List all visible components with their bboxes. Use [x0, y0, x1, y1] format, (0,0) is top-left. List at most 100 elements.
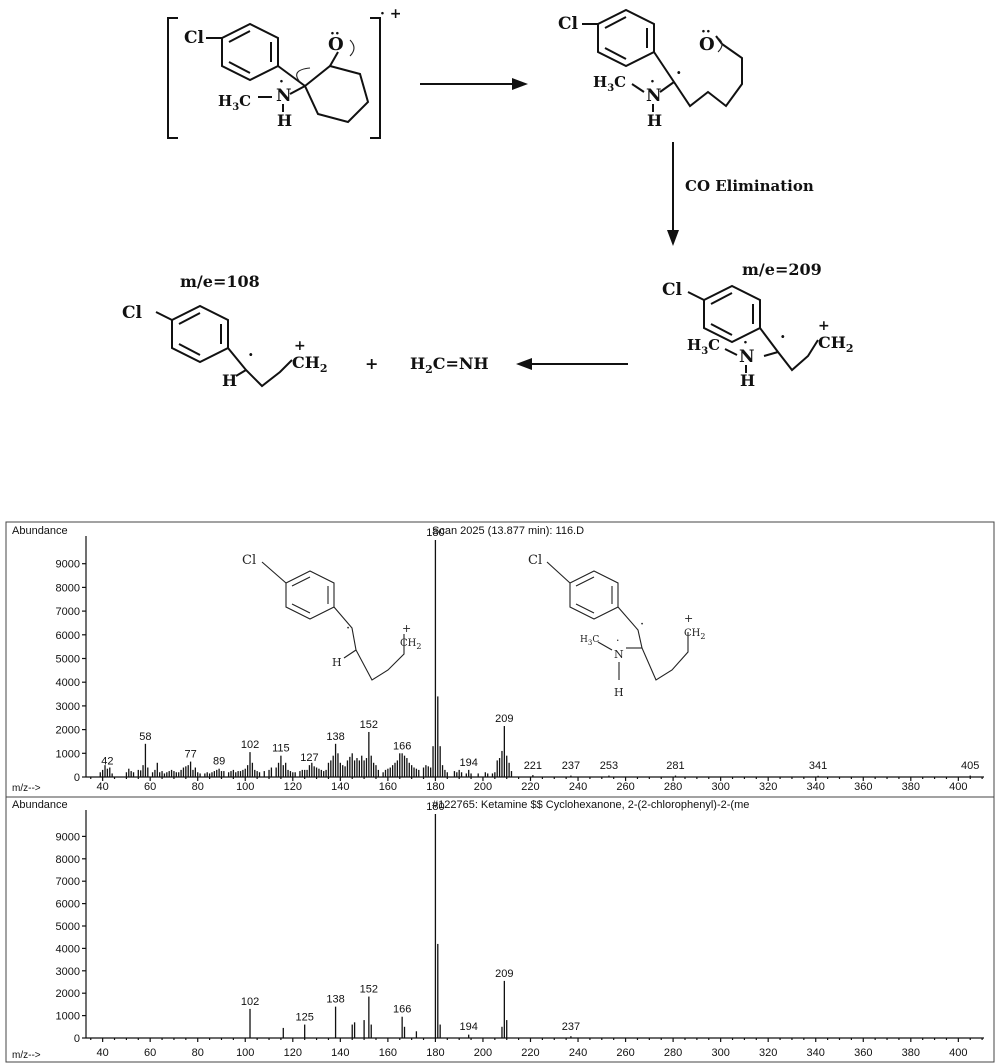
- svg-text:CH2: CH2: [684, 628, 705, 641]
- peak-label: 152: [360, 719, 378, 731]
- oxygen-label: O: [328, 34, 344, 55]
- x-tick-label: 80: [192, 1047, 204, 1059]
- peak-label: 209: [495, 713, 513, 725]
- svg-text:·: ·: [248, 345, 254, 364]
- peak-label: 194: [460, 757, 478, 769]
- svg-text:Cl: Cl: [242, 553, 256, 568]
- peak-label: 89: [213, 756, 225, 768]
- methyl-label-2: H3C: [593, 73, 626, 94]
- peak-label: 115: [272, 743, 290, 755]
- peak-label: 180: [426, 527, 444, 539]
- nitrogen-label-3: N: [739, 347, 755, 367]
- svg-text:+: +: [684, 612, 693, 625]
- x-tick-label: 240: [569, 781, 587, 793]
- ch2-label-3: CH2: [818, 333, 854, 355]
- svg-text:·: ·: [346, 621, 350, 636]
- peak-label: 221: [524, 760, 542, 772]
- svg-text:·: ·: [650, 74, 655, 90]
- y-tick-label: 1000: [56, 1011, 80, 1023]
- peak-label: 405: [961, 760, 979, 772]
- peak-label: 102: [241, 996, 259, 1008]
- benzene-ring-4: [171, 304, 229, 364]
- x-tick-label: 380: [902, 1047, 920, 1059]
- x-tick-label: 60: [144, 1047, 156, 1059]
- x-tick-label: 60: [144, 781, 156, 793]
- x-tick-label: 140: [331, 781, 349, 793]
- x-tick-label: 260: [616, 781, 634, 793]
- y-tick-label: 3000: [56, 701, 80, 713]
- library-spectrum-panel: Abundance#122765: Ketamine $$ Cyclohexan…: [12, 799, 984, 1061]
- svg-text:·: ·: [616, 634, 620, 647]
- peak-label: 237: [562, 760, 580, 772]
- x-tick-label: 40: [97, 1047, 109, 1059]
- x-axis-label: m/z-->: [12, 783, 41, 794]
- peak-label: 58: [139, 731, 151, 743]
- mass-spectra: Cl · H CH2 + Cl · N · H3C H CH2 + Abunda…: [5, 521, 995, 1063]
- y-tick-label: 1000: [56, 748, 80, 760]
- radical-cation-charge: · +: [380, 6, 401, 22]
- x-tick-label: 340: [807, 781, 825, 793]
- x-tick-label: 300: [711, 1047, 729, 1059]
- svg-text:·: ·: [279, 74, 284, 90]
- peak-label: 42: [101, 756, 113, 768]
- y-tick-label: 0: [74, 772, 80, 784]
- y-tick-label: 8000: [56, 854, 80, 866]
- hydrogen-label-4: H: [222, 371, 237, 390]
- peak-label: 102: [241, 739, 259, 751]
- hydrogen-label-2: H: [647, 111, 662, 130]
- peak-label: 166: [393, 740, 411, 752]
- spectrum-title: Scan 2025 (13.877 min): 116.D: [432, 525, 584, 537]
- svg-text:CH2: CH2: [400, 638, 421, 651]
- y-tick-label: 4000: [56, 943, 80, 955]
- reaction-arrow-2: CO Elimination: [667, 142, 814, 246]
- nitrogen-label-2: N: [646, 86, 662, 106]
- x-tick-label: 120: [284, 1047, 302, 1059]
- y-tick-label: 3000: [56, 966, 80, 978]
- x-axis-label: m/z-->: [12, 1050, 41, 1061]
- chlorine-label-4: Cl: [122, 303, 143, 323]
- x-tick-label: 200: [474, 781, 492, 793]
- x-tick-label: 140: [331, 1047, 349, 1059]
- chlorine-label: Cl: [184, 28, 205, 48]
- x-tick-label: 400: [949, 781, 967, 793]
- x-tick-label: 180: [426, 1047, 444, 1059]
- x-tick-label: 400: [949, 1047, 967, 1059]
- peak-label: 138: [326, 994, 344, 1006]
- x-tick-label: 160: [379, 781, 397, 793]
- benzene-ring-3: [703, 284, 761, 344]
- electron-arrow: [349, 39, 355, 57]
- molecule-me-108: m/e=108 Cl · CH2 + H: [122, 272, 328, 390]
- peak-label: 138: [326, 731, 344, 743]
- x-tick-label: 180: [426, 781, 444, 793]
- peak-label: 253: [600, 760, 618, 772]
- y-tick-label: 9000: [56, 559, 80, 571]
- y-tick-label: 6000: [56, 630, 80, 642]
- molecule-radical-cation: · + Cl O ·· N · H3C H: [167, 6, 401, 139]
- x-tick-label: 280: [664, 1047, 682, 1059]
- molecule-me-209: m/e=209 Cl · CH2 + N · H3C H: [662, 260, 854, 390]
- x-tick-label: 360: [854, 781, 872, 793]
- reaction-arrow-1: [420, 78, 528, 90]
- x-tick-label: 100: [236, 781, 254, 793]
- svg-text:Cl: Cl: [528, 553, 542, 568]
- peak-label: 194: [460, 1021, 478, 1033]
- alkyl-chain: [653, 43, 743, 108]
- peak-label: 152: [360, 984, 378, 996]
- spectra-frame: [5, 521, 995, 1063]
- svg-text:+: +: [402, 622, 411, 635]
- svg-text:··: ··: [701, 24, 711, 40]
- x-tick-label: 80: [192, 781, 204, 793]
- svg-text:+: +: [818, 318, 830, 334]
- peak-label: 127: [300, 752, 318, 764]
- svg-text:H: H: [332, 656, 342, 669]
- y-tick-label: 9000: [56, 831, 80, 843]
- left-bracket: [167, 17, 178, 139]
- benzene-ring: [221, 22, 279, 82]
- y-tick-label: 2000: [56, 725, 80, 737]
- molecule-ring-opened: Cl · O ·· N · H3C H: [558, 8, 743, 130]
- peak-label: 237: [562, 1021, 580, 1033]
- y-tick-label: 4000: [56, 677, 80, 689]
- methyl-label-3: H3C: [687, 336, 720, 357]
- ch2-label-4: CH2: [292, 353, 328, 375]
